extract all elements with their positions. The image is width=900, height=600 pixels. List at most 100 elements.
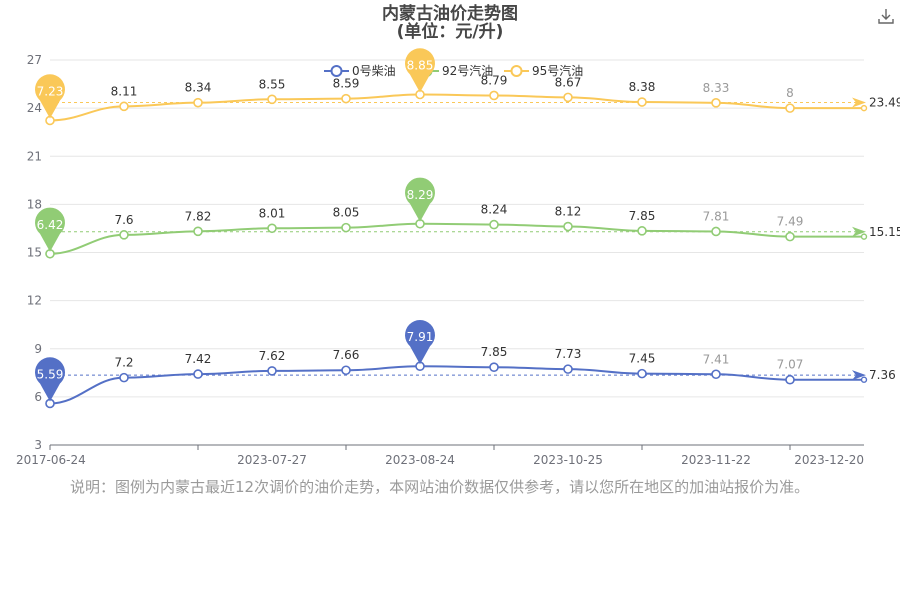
chart-title: 内蒙古油价走势图 [382, 4, 518, 24]
y-tick-label: 24 [27, 101, 42, 115]
data-label: 7.07 [777, 358, 804, 372]
chart-note: 说明：图例为内蒙古最近12次调价的油价走势，本网站油价数据仅供参考，请以您所在地… [70, 478, 810, 496]
download-icon[interactable] [876, 6, 896, 26]
data-point [119, 372, 129, 383]
data-point [267, 94, 277, 105]
data-label: 8.34 [185, 81, 212, 95]
data-label: 7.82 [185, 209, 212, 223]
average-line-arrow [852, 97, 866, 108]
data-label: 8.05 [333, 206, 360, 220]
legend-label: 92号汽油 [442, 63, 493, 78]
data-label: 7.66 [333, 348, 360, 362]
data-label: 7.6 [114, 213, 133, 227]
data-point [341, 365, 351, 376]
end-point [860, 104, 868, 112]
data-label: 7.62 [259, 349, 286, 363]
data-label: 7.42 [185, 352, 212, 366]
min-pin-label: 7.23 [37, 84, 64, 98]
data-point [341, 93, 351, 104]
data-point [267, 366, 277, 376]
average-line-arrow [852, 370, 866, 381]
data-point [637, 226, 647, 236]
data-label: 8.55 [259, 77, 286, 91]
data-point [563, 364, 573, 374]
data-point [637, 97, 647, 107]
data-label: 7.85 [481, 345, 508, 359]
average-line-arrow [852, 226, 866, 237]
data-point [637, 368, 647, 379]
data-point [341, 222, 351, 233]
chart-subtitle: (单位：元/升) [396, 22, 504, 42]
max-pin-label: 8.85 [407, 58, 434, 72]
data-point [267, 223, 277, 234]
average-label: 7.36 [869, 368, 896, 382]
average-label: 15.15 [869, 225, 900, 239]
max-pin [404, 320, 435, 365]
end-point [860, 233, 868, 240]
average-label: 23.49 [869, 96, 900, 110]
data-point [193, 369, 203, 379]
y-tick-label: 27 [27, 53, 42, 67]
x-tick-label: 2023-11-22 [681, 453, 751, 467]
min-pin [35, 357, 65, 402]
x-tick-label: 2017-06-24 [16, 453, 86, 467]
data-point [563, 92, 573, 103]
data-point [119, 101, 129, 112]
max-pin [404, 48, 435, 93]
data-point [119, 230, 129, 240]
data-label: 7.45 [629, 352, 656, 366]
x-tick-label: 2023-07-27 [237, 453, 307, 467]
y-tick-label: 21 [27, 149, 42, 163]
legend-label: 0号柴油 [352, 64, 396, 78]
data-label: 8.67 [555, 75, 582, 89]
data-point [193, 97, 203, 108]
data-label: 8.33 [703, 81, 730, 95]
data-label: 7.73 [555, 347, 582, 361]
data-label: 8.79 [481, 73, 508, 87]
data-point [785, 103, 795, 113]
data-label: 8.12 [555, 205, 582, 219]
data-label: 7.85 [629, 209, 656, 223]
min-pin-label: 5.59 [37, 367, 64, 381]
series-line [49, 365, 864, 405]
x-tick-label: 2023-12-20 [794, 453, 864, 467]
y-tick-label: 18 [27, 197, 42, 211]
end-point [860, 376, 868, 383]
data-label: 8 [786, 86, 794, 100]
data-point [489, 362, 499, 372]
data-label: 8.59 [333, 77, 360, 91]
data-label: 7.81 [703, 209, 730, 223]
x-tick-label: 2023-10-25 [533, 453, 603, 467]
data-point [489, 90, 499, 101]
data-point [785, 374, 795, 385]
data-label: 8.01 [259, 206, 286, 220]
data-point [489, 219, 499, 230]
data-point [711, 98, 721, 108]
legend-marker [510, 65, 523, 77]
max-pin [404, 177, 435, 222]
y-tick-label: 3 [34, 438, 42, 452]
data-point [193, 226, 203, 237]
series-line [49, 93, 864, 122]
data-label: 8.24 [481, 203, 508, 217]
y-tick-label: 15 [27, 246, 42, 260]
min-pin [35, 207, 65, 252]
data-point [563, 221, 573, 232]
data-label: 7.2 [114, 356, 133, 370]
data-point [785, 231, 795, 242]
data-point [711, 226, 721, 237]
data-point [711, 369, 721, 380]
max-pin-label: 8.29 [407, 188, 434, 202]
data-label: 7.49 [777, 215, 804, 229]
legend-label: 95号汽油 [532, 63, 583, 78]
data-label: 8.38 [629, 80, 656, 94]
y-tick-label: 6 [34, 390, 42, 404]
data-label: 8.11 [111, 84, 138, 98]
y-tick-label: 9 [34, 342, 42, 356]
legend-marker [330, 65, 343, 77]
series-line [49, 222, 864, 255]
max-pin-label: 7.91 [407, 330, 434, 344]
min-pin-label: 6.42 [37, 218, 64, 232]
data-label: 7.41 [703, 352, 730, 366]
